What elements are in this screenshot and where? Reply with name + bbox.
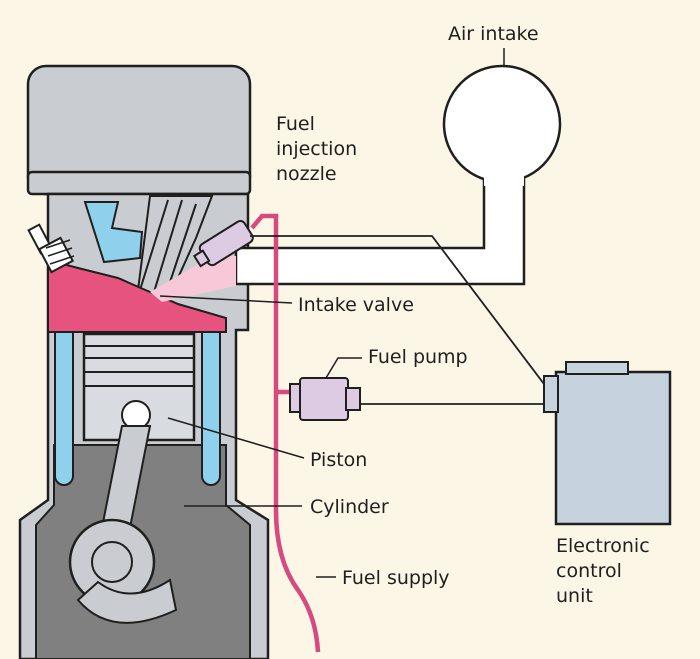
air-intake-bulb — [442, 64, 562, 184]
crank-counterweight — [76, 578, 178, 624]
label-ecu-line3: unit — [556, 585, 593, 607]
intake-port-wall — [136, 195, 214, 302]
valve-stem-3 — [165, 203, 197, 295]
spark-plug — [27, 223, 75, 274]
fuel-spray — [150, 256, 236, 302]
label-intake-valve: Intake valve — [298, 294, 414, 316]
label-air-intake: Air intake — [448, 23, 539, 45]
leader-intake-valve — [159, 295, 293, 304]
label-cylinder: Cylinder — [310, 496, 389, 518]
fuel-injector — [192, 219, 254, 268]
air-duct-joint — [484, 172, 524, 186]
label-fuel-pump: Fuel pump — [368, 346, 468, 368]
fuel-line — [250, 213, 321, 653]
label-ecu-line1: Electronic — [556, 535, 650, 557]
valve-stem-2 — [153, 199, 183, 293]
label-fuel-injection-nozzle-line3: nozzle — [276, 163, 337, 185]
coolant-passage-head — [83, 201, 144, 264]
label-piston: Piston — [310, 449, 368, 471]
leader-piston — [167, 417, 305, 459]
piston-pin — [121, 400, 151, 430]
air-filter-rim — [26, 170, 252, 196]
fuel-pump — [289, 377, 361, 421]
combustion-chamber — [47, 258, 227, 333]
air-duct — [234, 178, 526, 286]
label-fuel-injection-nozzle-line2: injection — [276, 138, 358, 160]
leader-fuel-pump — [325, 357, 362, 379]
label-ecu-line2: control — [556, 560, 622, 582]
ecu-connector — [543, 375, 559, 413]
ecu-box — [554, 370, 672, 526]
coolant-passage-right — [201, 324, 221, 486]
ecu-tab — [565, 361, 629, 375]
label-fuel-supply: Fuel supply — [342, 567, 450, 589]
ecu-wire-injector — [250, 235, 545, 385]
label-fuel-injection-nozzle-line1: Fuel — [276, 113, 315, 135]
coolant-passage-left — [54, 324, 74, 486]
valve-stem-1 — [139, 199, 169, 291]
crankshaft-journal — [91, 541, 133, 583]
